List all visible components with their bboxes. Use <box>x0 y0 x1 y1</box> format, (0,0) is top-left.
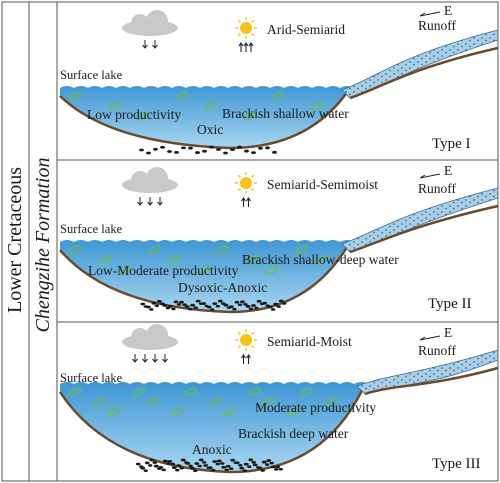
ground-slope <box>349 204 499 254</box>
type-label: Type III <box>432 456 481 472</box>
climate-label: Semiarid-Moist <box>267 334 352 349</box>
formation-label: Chengzihe Formation <box>32 158 54 333</box>
algae-icon <box>314 255 327 265</box>
wind-label: E <box>444 325 452 340</box>
rain-cloud-icon <box>122 167 178 206</box>
sediment-layer <box>140 299 287 311</box>
algae-icon <box>311 101 324 111</box>
evaporation-arrows-icon <box>241 197 251 207</box>
algae-icon <box>286 407 300 417</box>
algae-icon <box>248 387 261 397</box>
algae-icon <box>145 397 159 407</box>
salinity-depth-label: Brackish shallow water <box>222 106 349 121</box>
algae-icon <box>243 111 256 121</box>
sun-icon <box>235 329 257 351</box>
period-label: Lower Cretaceous <box>4 167 26 313</box>
algae-icon <box>223 407 236 417</box>
climate-label: Arid-Semiarid <box>267 22 345 37</box>
lake-water <box>60 240 354 312</box>
algae-icon <box>209 397 223 407</box>
wind-label: E <box>444 3 452 18</box>
algae-icon <box>246 255 260 265</box>
algae-icon <box>261 397 275 407</box>
type-label: Type II <box>428 296 472 312</box>
sun-icon <box>235 17 257 39</box>
type-label: Type I <box>432 136 471 152</box>
redox-label: Oxic <box>197 122 223 137</box>
algae-icon <box>136 111 149 121</box>
climate-label: Semiarid-Semimoist <box>267 177 378 192</box>
salinity-depth-label: Brackish shallow-deep water <box>242 252 399 267</box>
wind-arrow-icon <box>419 11 441 17</box>
algae-group <box>68 245 327 275</box>
algae-icon <box>295 245 309 255</box>
algae-icon <box>117 265 131 275</box>
algae-icon <box>108 101 121 111</box>
algae-icon <box>300 387 313 397</box>
runoff-channel <box>341 187 499 253</box>
algae-icon <box>148 245 161 255</box>
algae-icon <box>184 387 197 397</box>
evaporation-arrows-icon <box>238 42 254 52</box>
algae-icon <box>68 245 82 255</box>
algae-icon <box>132 387 146 397</box>
algae-group <box>68 91 324 121</box>
basin-outline <box>58 383 367 474</box>
wind-arrow-icon <box>419 335 441 341</box>
redox-label: Dysoxic-Anoxic <box>178 280 267 295</box>
redox-label: Anoxic <box>192 442 232 457</box>
lake-water <box>60 86 354 148</box>
runoff-channel <box>341 29 499 99</box>
rain-cloud-icon <box>122 324 178 363</box>
algae-icon <box>68 91 82 101</box>
algae-icon <box>107 407 120 417</box>
algae-icon <box>325 397 338 407</box>
algae-group <box>68 387 338 417</box>
algae-icon <box>216 245 229 255</box>
algae-icon <box>94 397 107 407</box>
algae-icon <box>171 407 184 417</box>
surface-lake-label: Surface lake <box>60 371 123 385</box>
algae-icon <box>68 387 82 397</box>
algae-icon <box>271 91 284 101</box>
ground-slope <box>364 366 499 396</box>
surface-lake-label: Surface lake <box>60 222 123 236</box>
wind-arrow-icon <box>419 173 441 179</box>
lake-water <box>60 382 368 472</box>
sun-icon <box>235 172 257 194</box>
basin-outline <box>59 87 352 150</box>
runoff-label: Runoff <box>418 343 457 358</box>
algae-icon <box>203 101 217 111</box>
algae-icon <box>197 265 210 275</box>
sediment-layer <box>139 145 277 155</box>
sediment-layer <box>135 458 283 472</box>
rain-cloud-icon <box>122 10 178 49</box>
productivity-label: Low-Moderate productivity <box>88 263 239 278</box>
productivity-label: Moderate productivity <box>255 400 376 415</box>
algae-icon <box>265 265 278 275</box>
runoff-label: Runoff <box>418 18 457 33</box>
runoff-label: Runoff <box>418 181 457 196</box>
algae-icon <box>99 255 112 265</box>
algae-icon <box>166 255 180 265</box>
ground-slope <box>349 46 499 100</box>
evaporation-arrows-icon <box>241 354 251 364</box>
productivity-label: Low productivity <box>87 107 181 122</box>
algae-icon <box>176 91 189 101</box>
surface-lake-label: Surface lake <box>60 68 123 82</box>
wind-label: E <box>444 163 452 178</box>
salinity-depth-label: Brackish deep water <box>238 426 349 441</box>
basin-outline <box>59 241 352 314</box>
